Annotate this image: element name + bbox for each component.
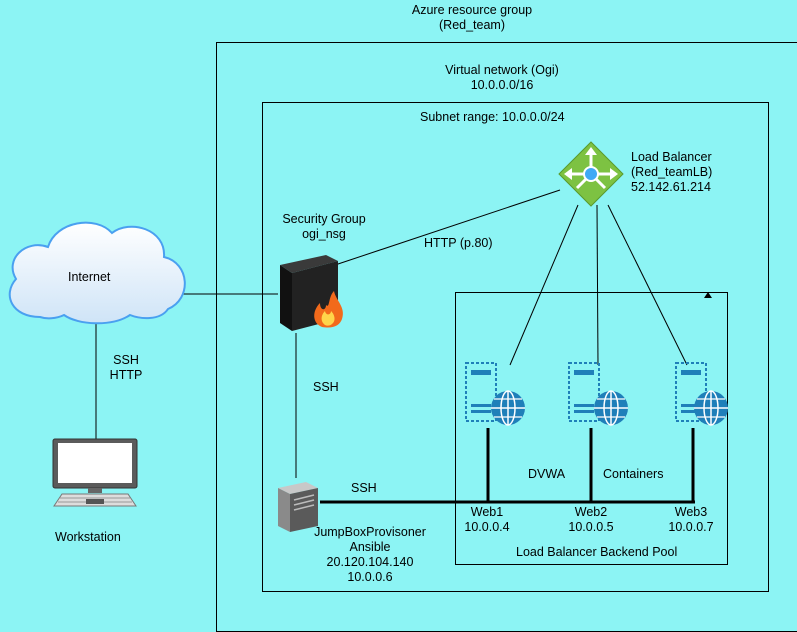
internet-label: Internet (68, 270, 111, 284)
resource-group-name: Azure resource group (411, 3, 533, 17)
web1-server-icon (465, 362, 525, 426)
nsg-jumpbox-ssh-label: SSH (313, 380, 339, 394)
load-balancer-name: Load Balancer (631, 150, 712, 164)
lb-web2-line (596, 204, 599, 366)
web2-server-icon (568, 362, 628, 426)
workstation-icon (52, 438, 138, 507)
backend-pool-box (455, 292, 728, 565)
resource-group-title: Azure resource group (Red_team) (385, 3, 559, 33)
web1-name: Web1 (470, 505, 504, 519)
vnet-name: Virtual network (Ogi) (445, 63, 559, 77)
load-balancer-id: (Red_teamLB) (631, 165, 713, 179)
jumpbox-title: JumpBoxProvisoner Ansible 20.120.104.140… (300, 525, 440, 585)
web3-ip: 10.0.0.7 (668, 520, 714, 534)
jumpbox-web-ssh-label: SSH (351, 481, 377, 495)
protocol-ssh-label: SSH (113, 353, 139, 367)
web3-label: Web3 10.0.0.7 (659, 505, 723, 535)
web1-label: Web1 10.0.0.4 (455, 505, 519, 535)
internet-workstation-protocols: SSH HTTP (96, 353, 156, 383)
web2-ip: 10.0.0.5 (568, 520, 614, 534)
jumpbox-private-ip: 10.0.0.6 (347, 570, 393, 584)
load-balancer-icon (558, 141, 624, 207)
vnet-cidr: 10.0.0.0/16 (470, 78, 534, 92)
security-group-name: Security Group (282, 212, 366, 226)
security-group-id: ogi_nsg (302, 227, 346, 241)
backend-pool-label: Load Balancer Backend Pool (516, 545, 678, 559)
load-balancer-title: Load Balancer (Red_teamLB) 52.142.61.214 (631, 150, 712, 195)
load-balancer-ip: 52.142.61.214 (631, 180, 711, 194)
lb-web3-line (607, 204, 688, 366)
lb-web1-line (509, 204, 579, 366)
resource-group-id: (Red_team) (439, 18, 505, 32)
cloud-icon (8, 221, 186, 325)
subnet-box (262, 102, 769, 592)
jumpbox-public-ip: 20.120.104.140 (326, 555, 414, 569)
containers-label: Containers (603, 467, 664, 481)
nsg-lb-line (334, 189, 561, 266)
dvwa-label: DVWA (528, 467, 566, 481)
jumpbox-name: JumpBoxProvisoner (314, 525, 426, 539)
web3-server-icon (675, 362, 728, 426)
jumpbox-tool: Ansible (349, 540, 391, 554)
workstation-label: Workstation (55, 530, 121, 544)
http-port-label: HTTP (p.80) (424, 236, 493, 250)
web2-name: Web2 (574, 505, 608, 519)
protocol-http-label: HTTP (109, 368, 143, 382)
web3-name: Web3 (674, 505, 708, 519)
pool-corner-arrow (704, 292, 712, 298)
web2-label: Web2 10.0.0.5 (559, 505, 623, 535)
vnet-title: Virtual network (Ogi) 10.0.0.0/16 (412, 63, 592, 93)
security-group-title: Security Group ogi_nsg (264, 212, 384, 242)
subnet-label: Subnet range: 10.0.0.0/24 (420, 110, 565, 124)
firewall-icon (280, 255, 343, 331)
jumpbox-server-icon (278, 482, 318, 532)
web1-ip: 10.0.0.4 (464, 520, 510, 534)
